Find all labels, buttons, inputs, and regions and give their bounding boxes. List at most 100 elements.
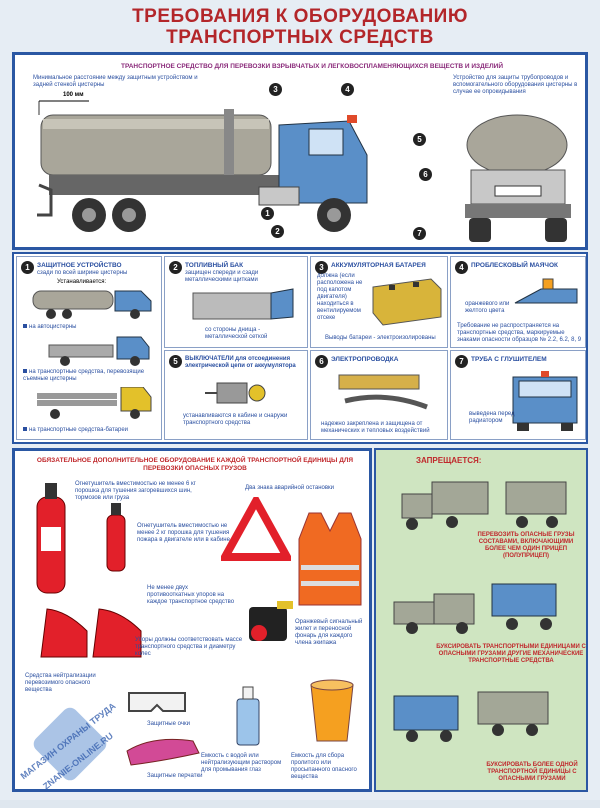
bullet-icon (23, 427, 27, 431)
vest-icon (298, 512, 362, 606)
tanker-truck-side-illustration (37, 100, 368, 232)
bucket-label: Емкость для сбора пролитого или просыпан… (291, 753, 357, 780)
callout-6: 6 (419, 168, 432, 181)
cell-7-title: ТРУБА С ГЛУШИТЕЛЕМ (471, 356, 547, 363)
prohibition-1-text: ПЕРЕВОЗИТЬ ОПАСНЫЕ ГРУЗЫ СОСТАВАМИ, ВКЛЮ… (477, 532, 575, 559)
cell-7-note: выведена перед радиатором (469, 411, 515, 424)
cell-4-number: 4 (455, 261, 468, 274)
wheel-chocks-note: Упоры должны соответствовать массе транс… (135, 637, 243, 657)
large-extinguisher-icon (36, 483, 66, 594)
tanker-truck-rear-illustration (465, 114, 571, 242)
callout-4: 4 (341, 83, 354, 96)
distance-label: 100 мм (63, 92, 84, 98)
callout-7: 7 (413, 227, 426, 240)
cell-4-title: ПРОБЛЕСКОВЫЙ МАЯЧОК (471, 262, 559, 269)
cell-1-installed-label: Устанавливается: (57, 279, 107, 285)
small-extinguisher-icon (106, 503, 126, 572)
extinguisher-2kg-text: Огнетушитель вместимостью не менее 2 кг … (137, 523, 230, 543)
callout-3: 3 (269, 83, 282, 96)
cell-6-note: надежно закреплена и защищена от механич… (321, 421, 430, 434)
wiring-icon (338, 374, 428, 410)
cell-1-subtitle: сзади по всей ширине цистерны (37, 270, 128, 276)
cell-1-item-1-text: на автоцистерны (29, 324, 77, 330)
cell-1-item-3-text: на транспортные средства-батареи (29, 427, 129, 433)
bottle-icon (236, 686, 260, 746)
cell-protective-device: 1 ЗАЩИТНОЕ УСТРОЙСТВО сзади по всей шири… (16, 256, 162, 440)
cell-4-note: Требование не распространяется на трансп… (457, 323, 582, 343)
prohibition-2-text: БУКСИРОВАТЬ ТРАНСПОРТНЫМИ ЕДИНИЦАМИ С ОП… (436, 644, 586, 664)
tanker-small-icon (32, 290, 152, 319)
extinguisher-6kg-text: Огнетушитель вместимостью не менее 6 кг … (75, 481, 196, 501)
watermark: МАГАЗИН ОХРАНЫ ТРУДА ZNANIE-ONLINE.RU (8, 700, 138, 796)
cell-1-item-2-text: на транспортные средства, перевозящие съ… (23, 369, 145, 382)
bullet-icon (23, 369, 27, 373)
cell-5-note: устанавливаются в кабине и снаружи транс… (183, 413, 288, 426)
switch-icon (205, 382, 266, 404)
goggles-icon (128, 692, 186, 712)
vest-flashlight-text: Оранжевый сигнальный жилет и переносной … (295, 619, 363, 646)
cell-1-title: ЗАЩИТНОЕ УСТРОЙСТВО (37, 262, 122, 269)
cell-3-number: 3 (315, 261, 328, 274)
cell-2-title: ТОПЛИВНЫЙ БАК (185, 262, 244, 269)
cell-2-note: со стороны днища - металлической сеткой (205, 327, 268, 340)
cell-3-subtitle: должна (если расположена не под капотом … (317, 273, 363, 321)
wheel-chocks-icon (40, 608, 142, 658)
mandatory-equipment-header: ОБЯЗАТЕЛЬНОЕ ДОПОЛНИТЕЛЬНОЕ ОБОРУДОВАНИЕ… (36, 457, 354, 472)
fuel-tank-icon (192, 288, 294, 320)
gloves-label: Защитные перчатки (147, 773, 203, 779)
title-line-1: ТРЕБОВАНИЯ К ОБОРУДОВАНИЮ (132, 6, 468, 27)
warning-triangles-text: Два знака аварийной остановки (245, 485, 335, 491)
cell-2-number: 2 (169, 261, 182, 274)
removable-tank-icon (48, 336, 150, 366)
cell-battery: 3 АККУМУЛЯТОРНАЯ БАТАРЕЯ должна (если ра… (310, 256, 448, 348)
cell-2-subtitle: защищен спереди и сзади металлическими щ… (185, 270, 259, 283)
cell-5-number: 5 (169, 355, 182, 368)
cell-1-item-1: на автоцистерны (23, 324, 77, 331)
prohibited-section: ЗАПРЕЩАЕТСЯ: ПЕРЕВОЗИТЬ ОПАСНЫЕ ГРУЗЫ СО… (374, 448, 588, 792)
cell-7-number: 7 (455, 355, 468, 368)
bottle-label: Емкость с водой или нейтрализующим раств… (201, 753, 282, 773)
beacon-icon (514, 278, 578, 304)
cell-1-item-3: на транспортные средства-батареи (23, 427, 128, 434)
prohibition-3-text: БУКСИРОВАТЬ БОЛЕЕ ОДНОЙ ТРАНСПОРТНОЙ ЕДИ… (486, 762, 578, 782)
truck-towing-icon (393, 583, 557, 634)
truck-two-trailers-icon (401, 481, 567, 530)
truck-front-icon (512, 371, 578, 431)
cell-exhaust: 7 ТРУБА С ГЛУШИТЕЛЕМ выведена перед ради… (450, 350, 586, 440)
left-distance-note: Минимальное расстояние между защитным ус… (33, 75, 198, 88)
page-title: ТРЕБОВАНИЯ К ОБОРУДОВАНИЮ ТРАНСПОРТНЫХ С… (0, 6, 600, 48)
neutralization-text: Средства нейтрализации перевозимого опас… (25, 673, 96, 693)
goggles-label: Защитные очки (147, 721, 190, 727)
cell-3-title: АККУМУЛЯТОРНАЯ БАТАРЕЯ (331, 262, 426, 269)
battery-icon (372, 278, 442, 326)
cell-beacon: 4 ПРОБЛЕСКОВЫЙ МАЯЧОК оранжевого или жел… (450, 256, 586, 348)
truck-towing-truck-icon (393, 691, 549, 742)
callout-2: 2 (271, 225, 284, 238)
right-protection-note: Устройство для защиты трубопроводов и вс… (453, 75, 578, 95)
wheel-chocks-text: Не менее двух противооткатных упоров на … (147, 585, 235, 605)
title-line-2: ТРАНСПОРТНЫХ СРЕДСТВ (166, 27, 434, 48)
cell-6-number: 6 (315, 355, 328, 368)
equipment-grid: 1 ЗАЩИТНОЕ УСТРОЙСТВО сзади по всей шири… (12, 252, 588, 444)
top-section: ТРАНСПОРТНОЕ СРЕДСТВО ДЛЯ ПЕРЕВОЗКИ ВЗРЫ… (12, 52, 588, 250)
cell-1-item-2: на транспортные средства, перевозящие съ… (23, 369, 161, 383)
bullet-icon (23, 324, 27, 328)
prohibited-header: ЗАПРЕЩАЕТСЯ: (416, 456, 482, 465)
cell-switches: 5 ВЫКЛЮЧАТЕЛИ для отсоединения электриче… (164, 350, 308, 440)
cell-fuel-tank: 2 ТОПЛИВНЫЙ БАК защищен спереди и сзади … (164, 256, 308, 348)
cell-wiring: 6 ЭЛЕКТРОПРОВОДКА надежно закреплена и з… (310, 350, 448, 440)
cell-1-number: 1 (21, 261, 34, 274)
battery-vehicle-icon (37, 387, 152, 419)
flashlight-icon (249, 601, 293, 641)
bucket-icon (310, 679, 354, 742)
cell-6-title: ЭЛЕКТРОПРОВОДКА (331, 356, 399, 363)
cell-4-subtitle: оранжевого или желтого цвета (465, 301, 510, 314)
cell-5-title: ВЫКЛЮЧАТЕЛИ для отсоединения электрическ… (185, 356, 296, 369)
top-section-header: ТРАНСПОРТНОЕ СРЕДСТВО ДЛЯ ПЕРЕВОЗКИ ВЗРЫ… (121, 63, 503, 70)
cell-3-note: Выводы батареи - электроизолированы (325, 335, 436, 341)
warning-triangle-icon (221, 497, 291, 561)
gloves-icon (126, 738, 200, 766)
callout-5: 5 (413, 133, 426, 146)
callout-1: 1 (261, 207, 274, 220)
